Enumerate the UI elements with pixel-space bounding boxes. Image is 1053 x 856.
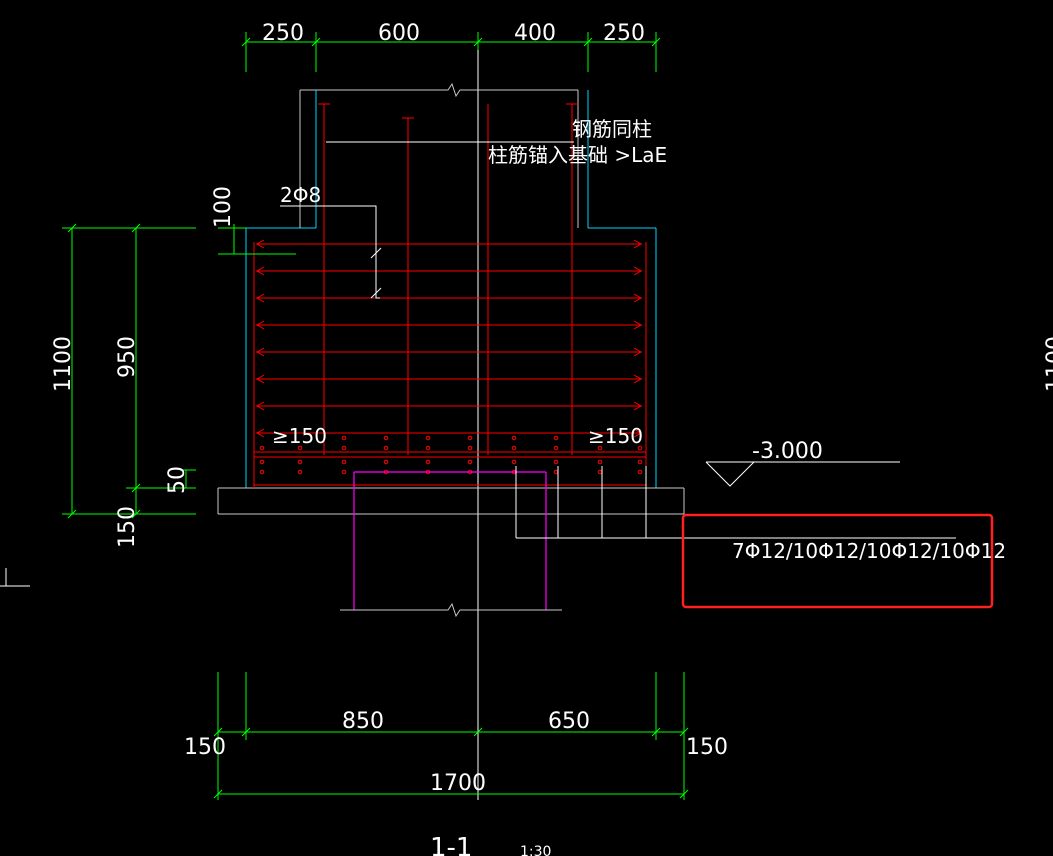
stirrup-hook bbox=[255, 374, 265, 384]
rebar-dot bbox=[341, 459, 347, 465]
bottom-dimension-chain: 150 850 650 150 1700 bbox=[184, 672, 728, 800]
level-mark: -3.000 bbox=[705, 439, 900, 487]
rebar-dot bbox=[467, 459, 473, 465]
rebar-dot bbox=[297, 459, 303, 465]
stirrup-label-text: 2Φ8 bbox=[280, 183, 321, 207]
top-dim-3: 400 bbox=[514, 21, 556, 46]
left-dim-bedding: 150 bbox=[115, 506, 140, 548]
stirrup-hook bbox=[255, 239, 265, 249]
rebar-dot bbox=[511, 435, 517, 441]
rebar-dot bbox=[259, 459, 265, 465]
top-dim-4: 250 bbox=[603, 21, 645, 46]
rebar-dot bbox=[259, 445, 265, 451]
rebar-dot bbox=[425, 435, 431, 441]
rebar-dot bbox=[383, 445, 389, 451]
footing-outline bbox=[217, 82, 685, 515]
bottom-dim-left-edge: 150 bbox=[184, 735, 226, 760]
rebar-dot bbox=[553, 469, 559, 475]
pile bbox=[340, 471, 562, 618]
rebar-dot bbox=[637, 459, 643, 465]
stirrup-label: 2Φ8 bbox=[280, 183, 382, 299]
bottom-dim-right-span: 650 bbox=[548, 709, 590, 734]
top-dim-2: 600 bbox=[378, 21, 420, 46]
rebar-cage bbox=[253, 103, 647, 488]
right-clipped-dim: 1100 bbox=[1043, 336, 1053, 392]
rebar-dot bbox=[425, 459, 431, 465]
section-scale: 1:30 bbox=[520, 844, 551, 856]
rebar-dot bbox=[553, 445, 559, 451]
rebar-dot bbox=[383, 459, 389, 465]
bottom-dim-left-span: 850 bbox=[342, 709, 384, 734]
rebar-dot bbox=[511, 445, 517, 451]
stirrup-hook bbox=[255, 428, 265, 438]
rebar-dot bbox=[597, 469, 603, 475]
stirrup-hook bbox=[255, 347, 265, 357]
rebar-dot bbox=[259, 469, 265, 475]
min-spacing-right: ≥150 bbox=[588, 424, 643, 448]
stirrup-hook bbox=[633, 293, 643, 303]
rebar-dot bbox=[383, 435, 389, 441]
rebar-note-line2: 柱筋锚入基础 >LaE bbox=[488, 143, 667, 167]
stirrup-hook bbox=[255, 293, 265, 303]
stirrup-hook bbox=[255, 320, 265, 330]
rebar-note: 钢筋同柱 柱筋锚入基础 >LaE bbox=[326, 117, 667, 167]
rebar-dot bbox=[297, 445, 303, 451]
rebar-dot bbox=[467, 445, 473, 451]
rebar-dot bbox=[597, 445, 603, 451]
rebar-dot bbox=[467, 435, 473, 441]
stirrup-hook bbox=[633, 266, 643, 276]
rebar-dot bbox=[425, 445, 431, 451]
bottom-rebar-leader: 7Φ12/10Φ12/10Φ12/10Φ12 bbox=[515, 466, 1006, 563]
left-dim-total: 1100 bbox=[51, 336, 76, 392]
rebar-dot bbox=[341, 445, 347, 451]
stirrup-hook bbox=[633, 239, 643, 249]
stirrup-hook bbox=[255, 401, 265, 411]
bottom-dim-total: 1700 bbox=[430, 771, 486, 796]
stirrup-hook bbox=[633, 320, 643, 330]
rebar-dot bbox=[637, 469, 643, 475]
rebar-dot bbox=[597, 459, 603, 465]
stirrup-hook bbox=[633, 428, 643, 438]
min-spacing-left: ≥150 bbox=[272, 424, 327, 448]
level-mark-text: -3.000 bbox=[752, 439, 823, 464]
section-title: 1-1 bbox=[430, 833, 472, 856]
highlight-box bbox=[681, 513, 994, 609]
rebar-dot bbox=[297, 469, 303, 475]
rebar-dot bbox=[637, 445, 643, 451]
stirrup-hook bbox=[633, 374, 643, 384]
top-dim-1: 250 bbox=[262, 21, 304, 46]
stirrup-hook bbox=[633, 347, 643, 357]
top-dimension-chain: 250 600 400 250 bbox=[241, 21, 661, 72]
left-dimension-chain: 1100 950 50 150 100 bbox=[51, 186, 296, 548]
rebar-dot bbox=[341, 435, 347, 441]
stirrup-hook bbox=[633, 401, 643, 411]
rebar-dot bbox=[553, 435, 559, 441]
left-dim-cover: 50 bbox=[165, 466, 190, 494]
bottom-rebar-callout: 7Φ12/10Φ12/10Φ12/10Φ12 bbox=[732, 539, 1006, 563]
bottom-dim-right-edge: 150 bbox=[686, 735, 728, 760]
rebar-dot bbox=[511, 459, 517, 465]
left-dim-body: 950 bbox=[115, 336, 140, 378]
stirrup-hook bbox=[255, 266, 265, 276]
left-dim-step: 100 bbox=[211, 186, 236, 228]
rebar-note-line1: 钢筋同柱 bbox=[572, 117, 652, 141]
rebar-dot bbox=[553, 459, 559, 465]
rebar-dot bbox=[341, 469, 347, 475]
